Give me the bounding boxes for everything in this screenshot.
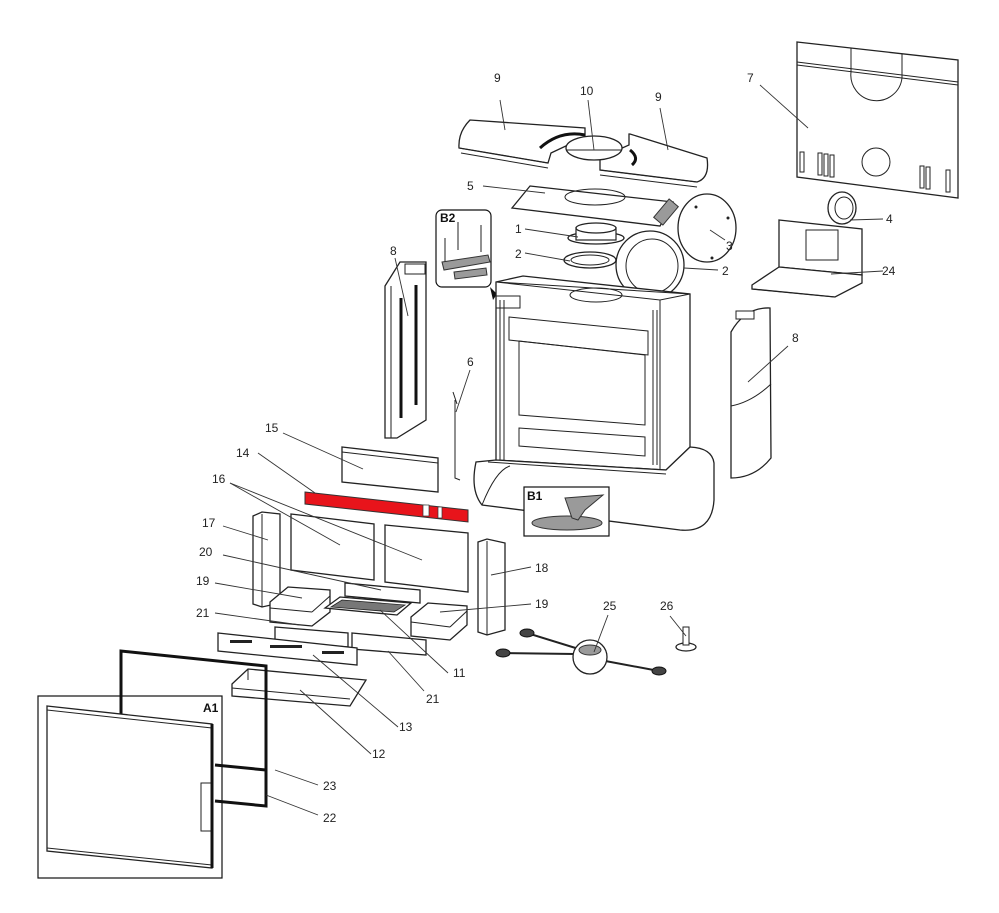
- callout-labels: 9 10 9 7 5 1 2 3 2 4 24 8 8 6 15 14 16 1…: [196, 71, 896, 825]
- callout-13: 13: [399, 720, 413, 734]
- callout-19-left: 19: [196, 574, 210, 588]
- part-17-side-brick-left: [252, 511, 281, 608]
- part-21-front-brick-right: [351, 632, 427, 656]
- callout-7: 7: [747, 71, 754, 85]
- part-22-door-seal: [119, 649, 268, 808]
- part-8-side-panel-left: [384, 261, 427, 439]
- part-26-adjustable-foot: [675, 626, 697, 652]
- callout-25: 25: [603, 599, 617, 613]
- part-20-floor-brick: [344, 582, 421, 604]
- part-16-back-brick-left: [290, 513, 375, 581]
- part-19-floor-brick-left: [269, 586, 331, 627]
- part-9-top-plate-right: [599, 133, 709, 188]
- part-1-flue-spigot: [567, 222, 625, 245]
- callout-23: 23: [323, 779, 337, 793]
- part-9-top-plate-left: [458, 119, 586, 169]
- detail-a1-door: A1: [37, 695, 223, 879]
- detail-label-a1: A1: [203, 701, 219, 715]
- callout-21-right: 21: [426, 692, 440, 706]
- callout-12: 12: [372, 747, 386, 761]
- part-16-back-brick-right: [384, 524, 469, 593]
- leader-lines: [214, 84, 884, 816]
- detail-label-b1: B1: [527, 489, 543, 503]
- part-4-flue-ring: [827, 191, 857, 225]
- part-25-base-spider: [495, 628, 667, 676]
- callout-8-right: 8: [792, 331, 799, 345]
- part-14-red-rail: [304, 491, 469, 523]
- callout-9-left: 9: [494, 71, 501, 85]
- callout-17: 17: [202, 516, 216, 530]
- detail-b2-hardware: B2: [435, 209, 497, 300]
- callout-11: 11: [453, 666, 466, 680]
- part-24-rear-plate: [751, 219, 863, 298]
- callout-3: 3: [726, 239, 733, 253]
- callout-2-side: 2: [722, 264, 729, 278]
- part-12-ash-tray: [231, 668, 368, 707]
- callout-1: 1: [515, 222, 522, 236]
- part-5-top-baffle: [510, 185, 680, 227]
- callout-6: 6: [467, 355, 474, 369]
- detail-label-b2: B2: [440, 211, 456, 225]
- callout-5: 5: [467, 179, 474, 193]
- callout-18: 18: [535, 561, 549, 575]
- callout-19-right: 19: [535, 597, 549, 611]
- part-6-rod: [452, 391, 461, 481]
- callout-22: 22: [323, 811, 337, 825]
- callout-4: 4: [886, 212, 893, 226]
- part-15-deflector-brick: [341, 446, 439, 493]
- part-11-ash-grate: [323, 596, 413, 616]
- part-19-floor-brick-right: [410, 602, 468, 641]
- part-3-round-plate: [677, 193, 737, 263]
- part-2-gasket-ring-top: [563, 251, 617, 269]
- part-8-side-panel-right: [730, 307, 772, 479]
- callout-16: 16: [212, 472, 226, 486]
- callout-21-left: 21: [196, 606, 210, 620]
- callout-8-left: 8: [390, 244, 397, 258]
- callout-2-top: 2: [515, 247, 522, 261]
- callout-15: 15: [265, 421, 279, 435]
- part-18-side-brick-right: [477, 538, 506, 636]
- callout-10: 10: [580, 84, 594, 98]
- callout-20: 20: [199, 545, 213, 559]
- detail-b1-base-mechanism: B1: [523, 486, 610, 537]
- part-13-front-plate: [217, 632, 358, 666]
- callout-14: 14: [236, 446, 250, 460]
- main-firebox-body: [495, 275, 691, 471]
- part-7-back-panel: [796, 41, 959, 199]
- callout-9-right: 9: [655, 90, 662, 104]
- callout-24: 24: [882, 264, 896, 278]
- callout-26: 26: [660, 599, 674, 613]
